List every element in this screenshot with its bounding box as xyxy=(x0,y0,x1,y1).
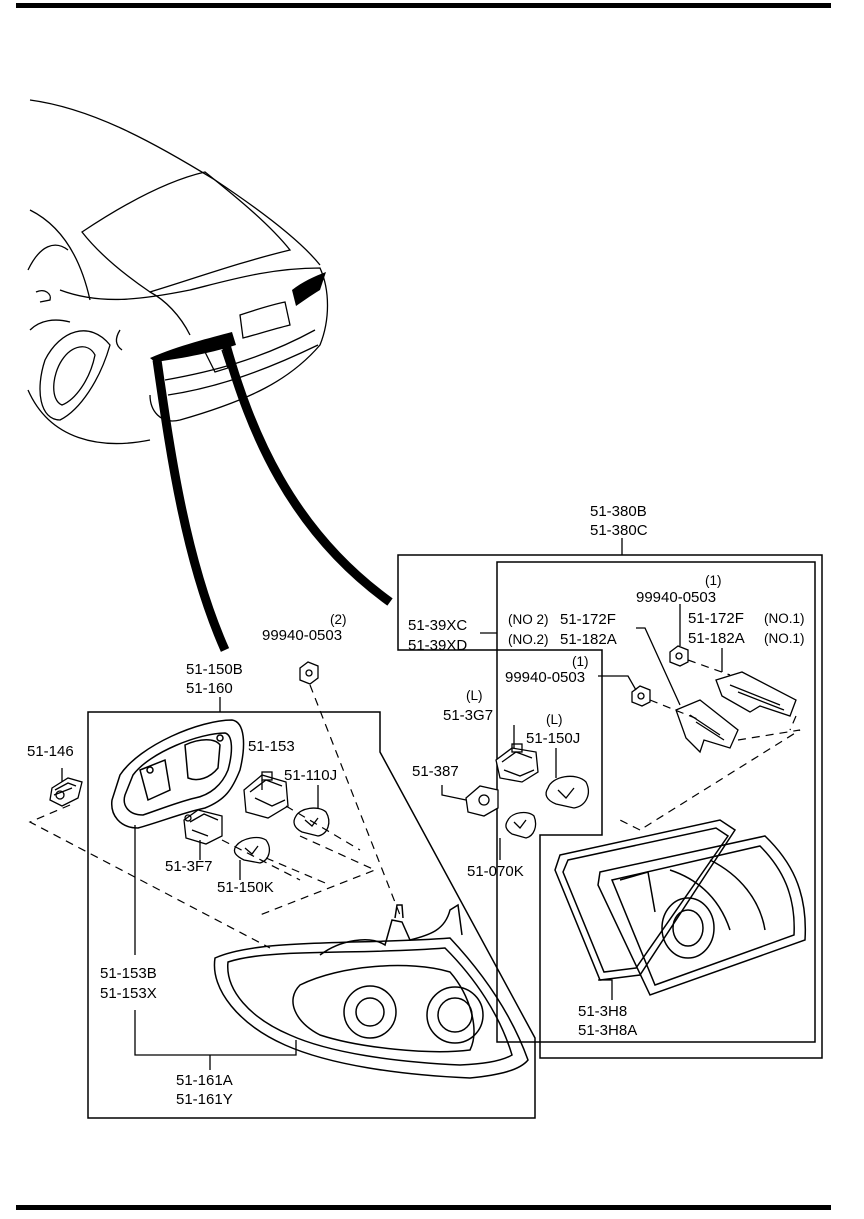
label-no2-b: (NO.2) xyxy=(508,632,549,647)
label-51-172f-b: 51-172F xyxy=(688,610,744,627)
label-51-146: 51-146 xyxy=(27,743,74,760)
label-l-a: (L) xyxy=(466,688,483,703)
left-tail-lamp-mark xyxy=(150,332,236,362)
bulb-51-150k xyxy=(233,836,271,864)
label-51-39xd: 51-39XD xyxy=(408,637,467,654)
socket-51-3g7 xyxy=(495,743,539,783)
socket-51-387 xyxy=(465,785,499,817)
part-labels: 51-380B 51-380C 51-39XC 51-39XD (NO 2) 5… xyxy=(27,503,805,1108)
top-rule xyxy=(16,3,831,8)
bulb-51-150j xyxy=(545,775,589,809)
label-q2: (2) xyxy=(330,612,347,627)
label-51-380c: 51-380C xyxy=(590,522,648,539)
label-l-b: (L) xyxy=(546,712,563,727)
bulb-51-070k xyxy=(505,811,537,839)
label-51-153b: 51-153B xyxy=(100,965,157,982)
label-51-150k: 51-150K xyxy=(217,879,274,896)
label-q1-b: (1) xyxy=(572,654,589,669)
right-group-outer-box xyxy=(397,554,823,1059)
label-51-3g7: 51-3G7 xyxy=(443,707,493,724)
label-51-3h8a: 51-3H8A xyxy=(578,1022,637,1039)
label-51-153x: 51-153X xyxy=(100,985,157,1002)
leader-sweep-right xyxy=(221,343,393,606)
label-99940-b: 99940-0503 xyxy=(505,669,585,686)
label-51-3f7: 51-3F7 xyxy=(165,858,213,875)
nut-99940-0503-1-upper xyxy=(669,645,689,667)
socket-51-153 xyxy=(243,771,289,819)
label-51-110j: 51-110J xyxy=(284,767,337,784)
inner-lamp-51-3h8 xyxy=(554,819,807,996)
label-51-153: 51-153 xyxy=(248,738,295,755)
label-51-39xc: 51-39XC xyxy=(408,617,467,634)
bulb-51-110j xyxy=(293,807,330,837)
left-bracket-lines xyxy=(61,768,319,1070)
left-group-box xyxy=(87,711,536,1119)
label-51-380b: 51-380B xyxy=(590,503,647,520)
label-51-070k: 51-070K xyxy=(467,863,524,880)
label-51-161a: 51-161A xyxy=(176,1072,233,1089)
label-51-160: 51-160 xyxy=(186,680,233,697)
nut-99940-0503-2 xyxy=(299,661,319,685)
label-q1-a: (1) xyxy=(705,573,722,588)
label-99940-c: 99940-0503 xyxy=(262,627,342,644)
socket-51-3f7 xyxy=(183,809,223,845)
right-tail-lamp-mark xyxy=(292,272,326,306)
label-51-3h8: 51-3H8 xyxy=(578,1003,627,1020)
label-51-182a-b: 51-182A xyxy=(688,630,745,647)
right-dashed-assembly-lines xyxy=(619,659,801,831)
leader-sweep-left xyxy=(152,359,230,652)
bracket-no1 xyxy=(715,671,797,717)
tail-lamp-body xyxy=(213,903,529,1079)
bracket-no2 xyxy=(675,699,739,754)
socket-51-146 xyxy=(49,777,83,807)
label-51-182a-a: 51-182A xyxy=(560,631,617,648)
label-no2-a: (NO 2) xyxy=(508,612,549,627)
gasket-plate xyxy=(111,719,245,829)
label-51-387: 51-387 xyxy=(412,763,459,780)
label-no1-a: (NO.1) xyxy=(764,611,805,626)
car-rear-illustration xyxy=(27,99,329,445)
label-no1-b: (NO.1) xyxy=(764,631,805,646)
label-51-150b: 51-150B xyxy=(186,661,243,678)
right-leader-lines xyxy=(441,604,723,1000)
label-99940-a: 99940-0503 xyxy=(636,589,716,606)
label-51-172f-a: 51-172F xyxy=(560,611,616,628)
label-51-150j: 51-150J xyxy=(526,730,580,747)
left-dashed-assembly-lines xyxy=(28,684,401,949)
nut-99940-0503-1-lower xyxy=(631,685,651,707)
label-51-161y: 51-161Y xyxy=(176,1091,233,1108)
bottom-rule xyxy=(16,1205,831,1210)
